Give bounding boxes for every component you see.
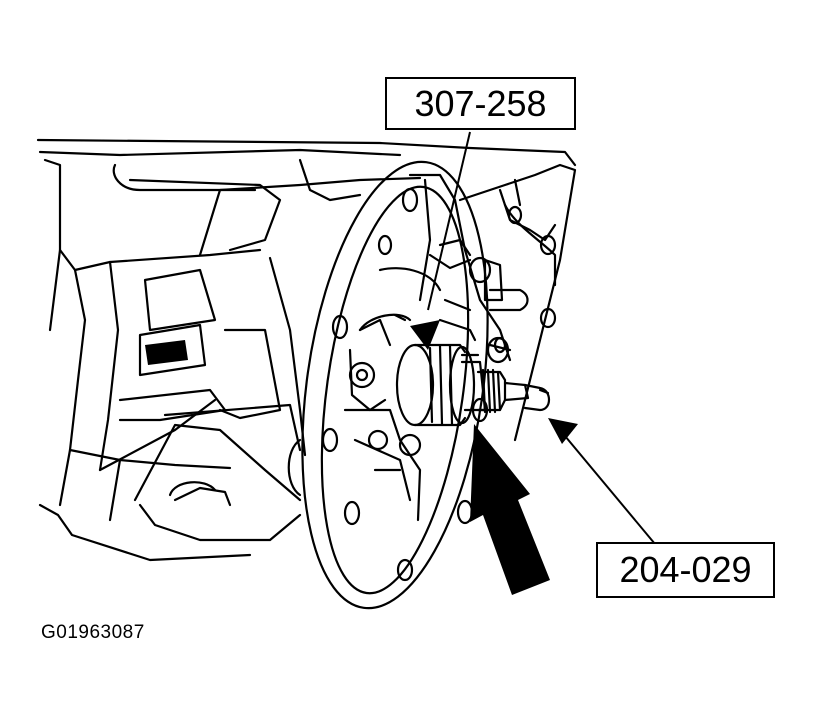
tool-label-307-258: 307-258	[385, 77, 576, 130]
tool-307-258	[395, 343, 487, 427]
tool-label-307-258-text: 307-258	[414, 82, 547, 124]
tool-label-204-029-text: 204-029	[619, 549, 752, 590]
figure-id: G01963087	[41, 622, 145, 643]
tool-204-029	[476, 368, 551, 414]
direction-arrow	[470, 424, 550, 595]
pump-adapter	[343, 163, 577, 522]
leader-arrows	[410, 131, 656, 545]
transmission-case	[36, 138, 577, 562]
housing-flange	[301, 160, 489, 610]
tool-label-204-029: 204-029	[596, 542, 775, 598]
